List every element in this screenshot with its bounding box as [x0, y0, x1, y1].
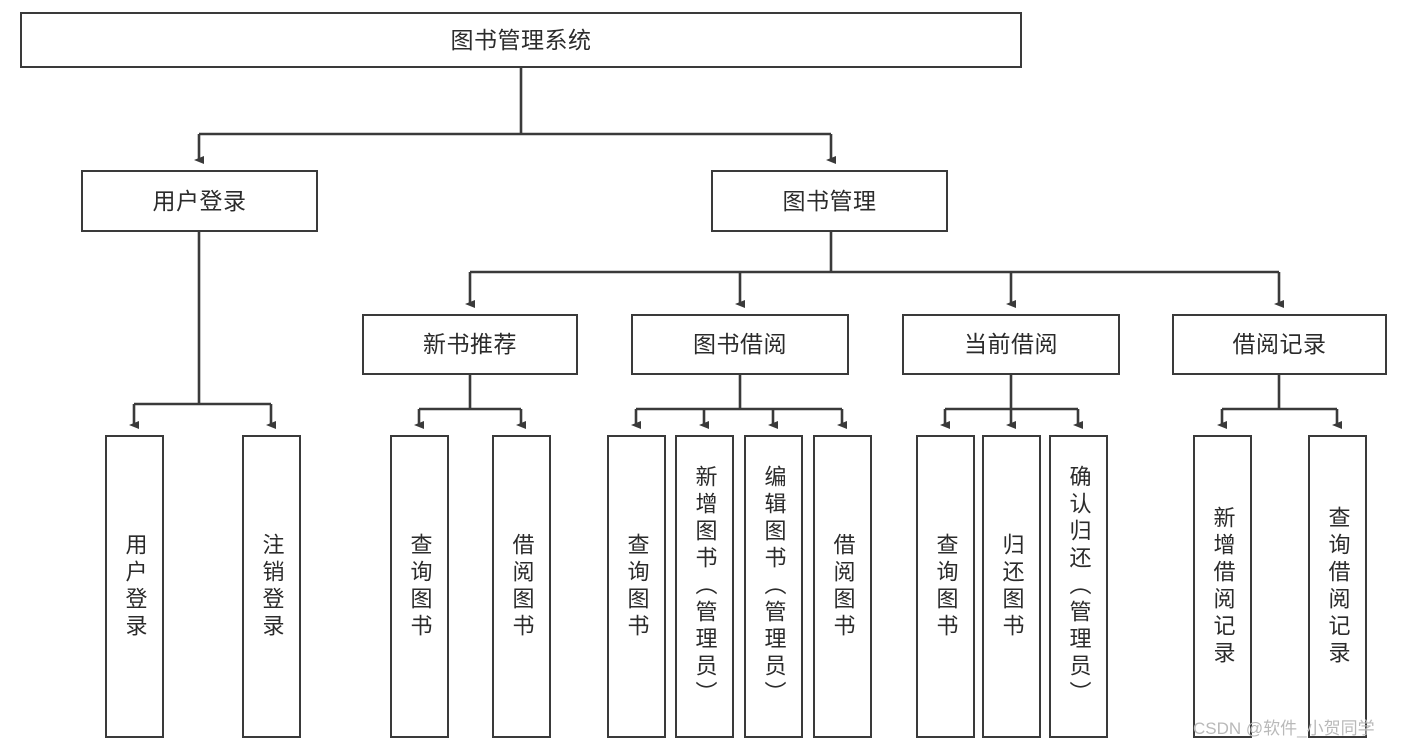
node-new-book-recommend-label: 新书推荐 — [423, 331, 517, 358]
csdn-watermark: CSDN @软件_小贺同学 — [1193, 719, 1375, 738]
node-user-login-label: 用户登录 — [152, 187, 247, 214]
node-book-borrow[interactable]: 图书借阅 — [631, 314, 849, 375]
leaf-borrow-book-1[interactable]: 借阅图书 — [492, 435, 551, 738]
node-borrow-record[interactable]: 借阅记录 — [1172, 314, 1387, 375]
node-current-borrow[interactable]: 当前借阅 — [902, 314, 1120, 375]
leaf-return-book-label: 归还图书 — [999, 532, 1025, 641]
leaf-confirm-return-label: 确认归还（管理员） — [1066, 465, 1092, 708]
node-new-book-recommend[interactable]: 新书推荐 — [362, 314, 578, 375]
leaf-borrow-book-2[interactable]: 借阅图书 — [813, 435, 872, 738]
leaf-query-book-3[interactable]: 查询图书 — [916, 435, 975, 738]
leaf-borrow-book-1-label: 借阅图书 — [509, 532, 535, 641]
leaf-query-book-2[interactable]: 查询图书 — [607, 435, 666, 738]
leaf-logout-label: 注销登录 — [259, 532, 285, 641]
leaf-add-book[interactable]: 新增图书（管理员） — [675, 435, 734, 738]
node-book-borrow-label: 图书借阅 — [693, 331, 787, 358]
leaf-query-book-1-label: 查询图书 — [407, 532, 433, 641]
node-book-management[interactable]: 图书管理 — [711, 170, 948, 232]
leaf-add-record-label: 新增借阅记录 — [1210, 505, 1236, 668]
node-root-system[interactable]: 图书管理系统 — [20, 12, 1022, 68]
leaf-user-login-label: 用户登录 — [122, 532, 148, 641]
node-book-management-label: 图书管理 — [782, 187, 877, 214]
leaf-confirm-return[interactable]: 确认归还（管理员） — [1049, 435, 1108, 738]
leaf-add-book-label: 新增图书（管理员） — [692, 465, 718, 708]
node-root-system-label: 图书管理系统 — [450, 26, 592, 53]
leaf-return-book[interactable]: 归还图书 — [982, 435, 1041, 738]
leaf-user-login[interactable]: 用户登录 — [105, 435, 164, 738]
leaf-query-book-3-label: 查询图书 — [933, 532, 959, 641]
leaf-edit-book[interactable]: 编辑图书（管理员） — [744, 435, 803, 738]
leaf-query-record-label: 查询借阅记录 — [1325, 505, 1351, 668]
leaf-add-record[interactable]: 新增借阅记录 — [1193, 435, 1252, 738]
leaf-borrow-book-2-label: 借阅图书 — [830, 532, 856, 641]
leaf-query-record[interactable]: 查询借阅记录 — [1308, 435, 1367, 738]
node-current-borrow-label: 当前借阅 — [964, 331, 1058, 358]
leaf-query-book-1[interactable]: 查询图书 — [390, 435, 449, 738]
leaf-edit-book-label: 编辑图书（管理员） — [761, 465, 787, 708]
node-borrow-record-label: 借阅记录 — [1232, 331, 1327, 358]
leaf-logout[interactable]: 注销登录 — [242, 435, 301, 738]
leaf-query-book-2-label: 查询图书 — [624, 532, 650, 641]
node-user-login[interactable]: 用户登录 — [81, 170, 318, 232]
